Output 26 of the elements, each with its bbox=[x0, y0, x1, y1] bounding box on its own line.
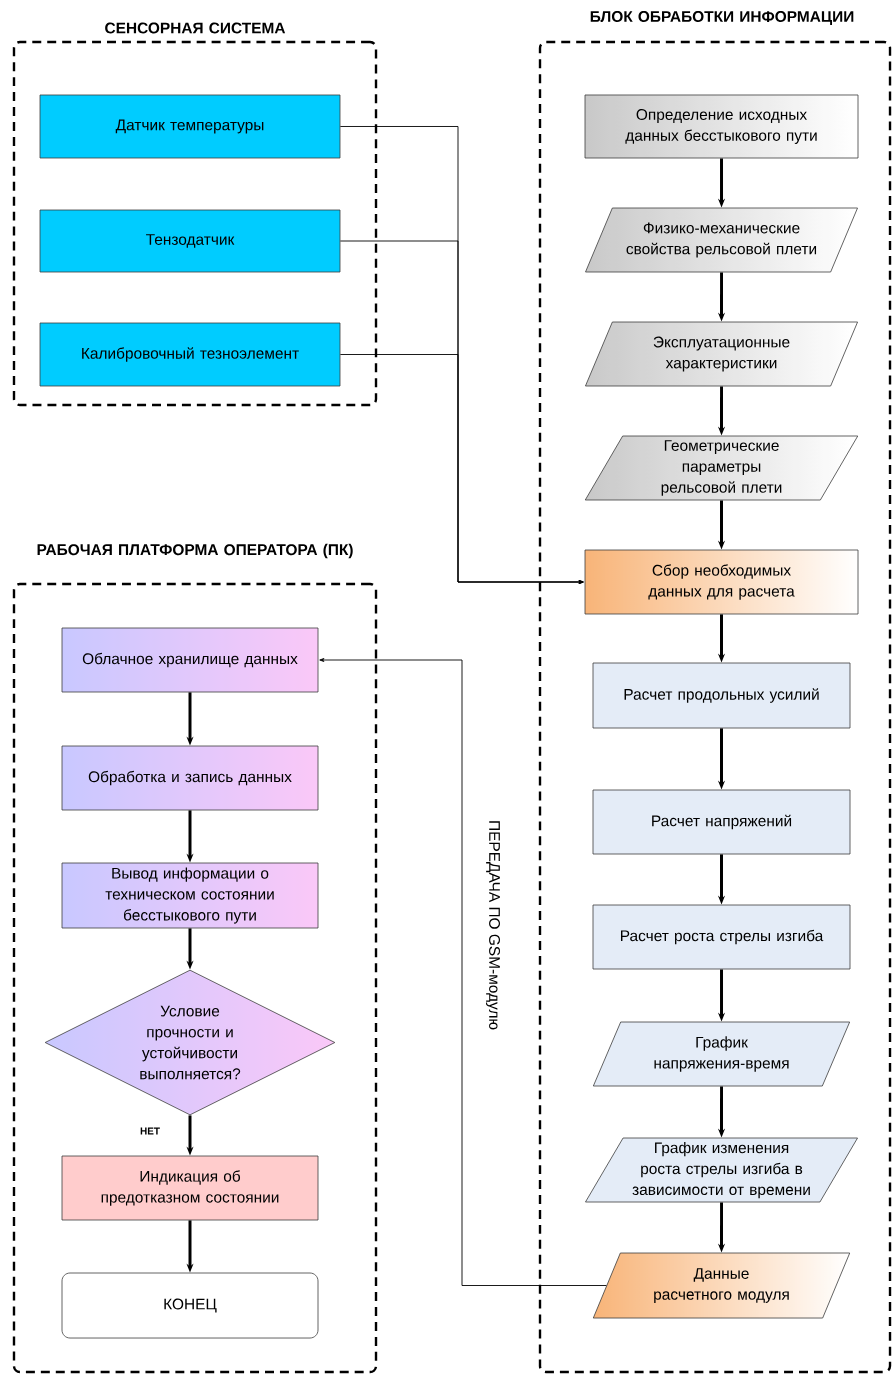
process-box: Расчет продольных усилий bbox=[592, 662, 851, 729]
process-box: Расчет напряжений bbox=[592, 789, 851, 855]
process-box: Облачное хранилище данных bbox=[61, 627, 319, 693]
process-box: Расчет роста стрелы изгиба bbox=[592, 904, 851, 970]
arrow bbox=[339, 354, 584, 584]
group-heading: СЕНСОРНАЯ СИСТЕМА bbox=[105, 22, 286, 34]
data-parallelogram: Геометрические параметры рельсовой плети bbox=[584, 435, 859, 501]
process-box: Вывод информации о техническом состоянии бесстыкового пути bbox=[61, 862, 319, 929]
group-heading: РАБОЧАЯ ПЛАТФОРМА ОПЕРАТОРА (ПК) bbox=[37, 543, 353, 559]
process-box: Определение исходных данных бесстыкового пути bbox=[584, 94, 859, 159]
process-box: Обработка и запись данных bbox=[61, 745, 319, 811]
edge-label: НЕТ bbox=[139, 1126, 161, 1136]
data-parallelogram: Физико-механические свойства рельсовой плети bbox=[585, 207, 858, 273]
sensor-box: Датчик температуры bbox=[39, 94, 341, 159]
terminal-box: КОНЕЦ bbox=[61, 1272, 319, 1339]
edge-label: ПЕРЕДАЧА ПО GSM-модулю bbox=[485, 819, 501, 1031]
process-box: Индикация об предотказном состоянии bbox=[61, 1155, 319, 1221]
data-parallelogram: Данные расчетного модуля bbox=[592, 1252, 851, 1319]
process-box: Сбор необходимых данных для расчета bbox=[584, 549, 859, 615]
data-parallelogram: График изменения роста стрелы изгиба в зависимости от времени bbox=[585, 1137, 858, 1203]
data-parallelogram: График напряжения-время bbox=[592, 1021, 851, 1087]
arrow bbox=[319, 658, 607, 1286]
sensor-box: Калибровочный тезноэлемент bbox=[39, 322, 341, 387]
sensor-box: Тензодатчик bbox=[39, 209, 341, 273]
group-heading: БЛОК ОБРАБОТКИ ИНФОРМАЦИИ bbox=[590, 11, 854, 25]
data-parallelogram: Эксплуатационные характеристики bbox=[585, 321, 858, 387]
